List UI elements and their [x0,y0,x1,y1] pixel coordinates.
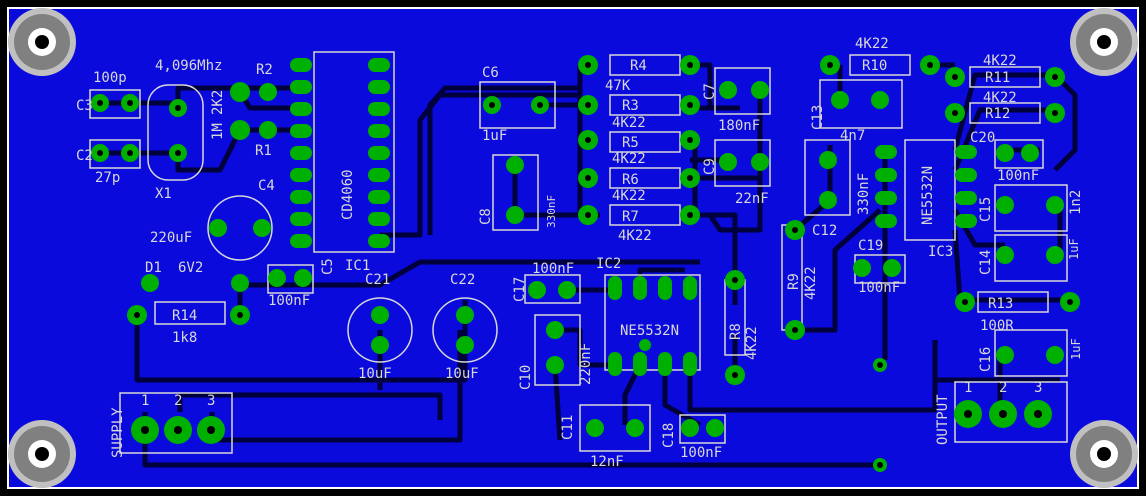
mounting-hole-top-left [8,8,76,76]
value-label-r6: 4K22 [612,188,646,204]
value-label-r2: 2K2 [210,90,226,115]
mounting-holes [8,8,1138,488]
value-label-r13: 100R [980,318,1014,334]
ref-label-x1: X1 [155,186,172,202]
ref-label-c5: C5 [320,258,336,275]
ref-label-r3: R3 [622,98,639,114]
value-label-c22: 10uF [445,366,479,382]
value-label-r8: 4K22 [744,326,760,360]
value-label-c11: 12nF [590,454,624,470]
value-label-c13: 4n7 [840,128,865,144]
ref-label-c12: C12 [812,223,837,239]
value-label-ic1: CD4060 [340,169,356,220]
ref-label-r13: R13 [988,296,1013,312]
ref-label-r9: R9 [786,273,802,290]
value-label-c17: 100nF [532,261,574,277]
mounting-hole-bottom-right [1070,420,1138,488]
value-label-ic3: NE5532N [920,166,936,225]
value-label-c19: 100nF [858,280,900,296]
connector-label-output: OUTPUT [935,394,951,445]
value-label-r1: 1M [210,123,226,140]
ref-label-c10: C10 [518,365,534,390]
ref-label-ic1: IC1 [345,258,370,274]
ref-label-r2: R2 [256,62,273,78]
output-pin-2-label: 2 [999,380,1007,396]
ref-label-ic3: IC3 [928,244,953,260]
value-label-r4: 47K [605,78,631,94]
drill-holes [97,62,1073,468]
ref-label-c18: C18 [661,423,677,448]
value-label-x1: 4,096Mhz [155,58,222,74]
value-label-r3: 4K22 [612,115,646,131]
value-label-r7: 4K22 [618,228,652,244]
ref-label-r4: R4 [630,58,647,74]
ref-label-r1: R1 [255,143,272,159]
value-label-c9: 22nF [735,191,769,207]
ref-label-ic2: IC2 [596,256,621,272]
value-label-r10: 4K22 [855,36,889,52]
ref-label-c16: C16 [978,347,994,372]
value-label-c3: 100p [93,70,127,86]
supply-pin-3-label: 3 [207,393,215,409]
value-label-c4: 220uF [150,230,192,246]
ref-label-c17: C17 [512,277,528,302]
ref-label-c9: C9 [702,158,718,175]
output-pin-1-label: 1 [964,380,972,396]
mounting-hole-bottom-left [8,420,76,488]
ref-label-r6: R6 [622,172,639,188]
ref-label-c8: C8 [478,208,494,225]
output-pin-3-label: 3 [1034,380,1042,396]
value-label-c16: 1uF [1069,338,1083,360]
value-label-c20: 100nF [997,168,1039,184]
value-label-r5: 4K22 [612,151,646,167]
ref-label-r8: R8 [728,323,744,340]
value-label-c18: 100nF [680,445,722,461]
ref-label-r10: R10 [862,58,887,74]
pads [91,55,1080,444]
value-label-ic2: NE5532N [620,323,679,339]
supply-pin-1-label: 1 [141,393,149,409]
value-label-d1: 6V2 [178,260,203,276]
ref-label-c7: C7 [702,83,718,100]
ref-label-r7: R7 [622,209,639,225]
value-label-c8: 330nF [545,195,558,228]
ref-label-c15: C15 [978,197,994,222]
supply-pin-2-label: 2 [174,393,182,409]
value-label-c15: 1n2 [1068,190,1084,215]
ref-label-c6: C6 [482,65,499,81]
ref-label-r11: R11 [985,70,1010,86]
value-label-c12: 330nF [856,173,872,215]
value-label-c14: 1uF [1067,238,1081,260]
ref-label-r12: R12 [985,106,1010,122]
value-label-c21: 10uF [358,366,392,382]
value-label-r14: 1k8 [172,330,197,346]
value-label-c5: 100nF [268,293,310,309]
value-label-c2: 27p [95,170,120,186]
ref-label-c20: C20 [970,130,995,146]
ref-label-c3: C3 [76,98,93,114]
value-label-c6: 1uF [482,128,507,144]
ref-label-c19: C19 [858,238,883,254]
ref-label-d1: D1 [145,260,162,276]
ref-label-c14: C14 [978,250,994,275]
ref-label-r5: R5 [622,135,639,151]
ref-label-c22: C22 [450,272,475,288]
value-label-r12: 4K22 [983,90,1017,106]
ref-label-c11: C11 [560,415,576,440]
mounting-hole-top-right [1070,8,1138,76]
value-label-c10: 220nF [578,343,594,385]
board-outline [7,7,1139,489]
value-label-r11: 4K22 [983,53,1017,69]
ref-label-c4: C4 [258,178,275,194]
ref-label-r14: R14 [172,308,197,324]
value-label-c7: 180nF [718,118,760,134]
ref-label-c13: C13 [810,105,826,130]
ref-label-c21: C21 [365,272,390,288]
value-label-r9: 4K22 [803,266,819,300]
connector-label-supply: SUPPLY [110,407,126,458]
ref-label-c2: C2 [76,148,93,164]
